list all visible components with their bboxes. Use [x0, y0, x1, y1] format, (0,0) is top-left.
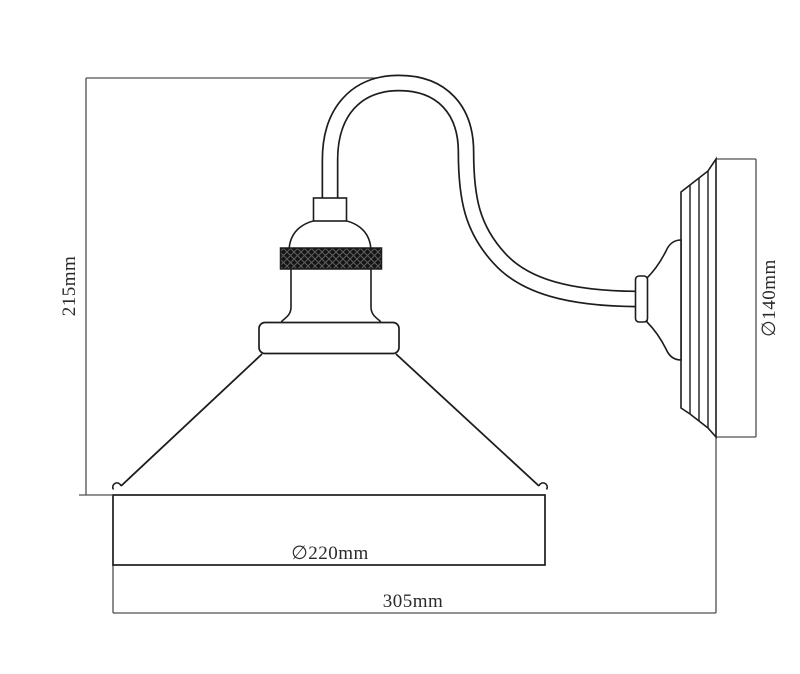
socket-flange [258, 321, 400, 355]
arm-collar [634, 275, 649, 323]
shade-diameter-label: ∅220mm [291, 543, 369, 564]
dimension-lines [79, 77, 757, 614]
gooseneck-arm [321, 74, 642, 308]
knurled-ring [279, 247, 383, 270]
shade-cone-left-edge [120, 353, 263, 487]
lamp-socket [258, 197, 400, 355]
shade-skirt [112, 494, 546, 566]
socket-body [279, 268, 383, 324]
backplate-bell [646, 239, 682, 361]
lamp-outline [112, 74, 717, 566]
socket-cap [312, 197, 348, 222]
overall-width-label: 305mm [382, 591, 444, 612]
backplate-ring-lines [689, 171, 709, 428]
lamp-shade [112, 353, 548, 566]
shade-cone-right-edge [395, 353, 540, 487]
shade-left-curl [112, 482, 122, 490]
backplate-diameter-label: ∅140mm [759, 259, 780, 337]
wall-backplate [634, 156, 717, 440]
height-dimension-label: 215mm [59, 255, 80, 317]
shade-right-curl [538, 482, 548, 490]
gooseneck-arm-core [323, 76, 642, 306]
